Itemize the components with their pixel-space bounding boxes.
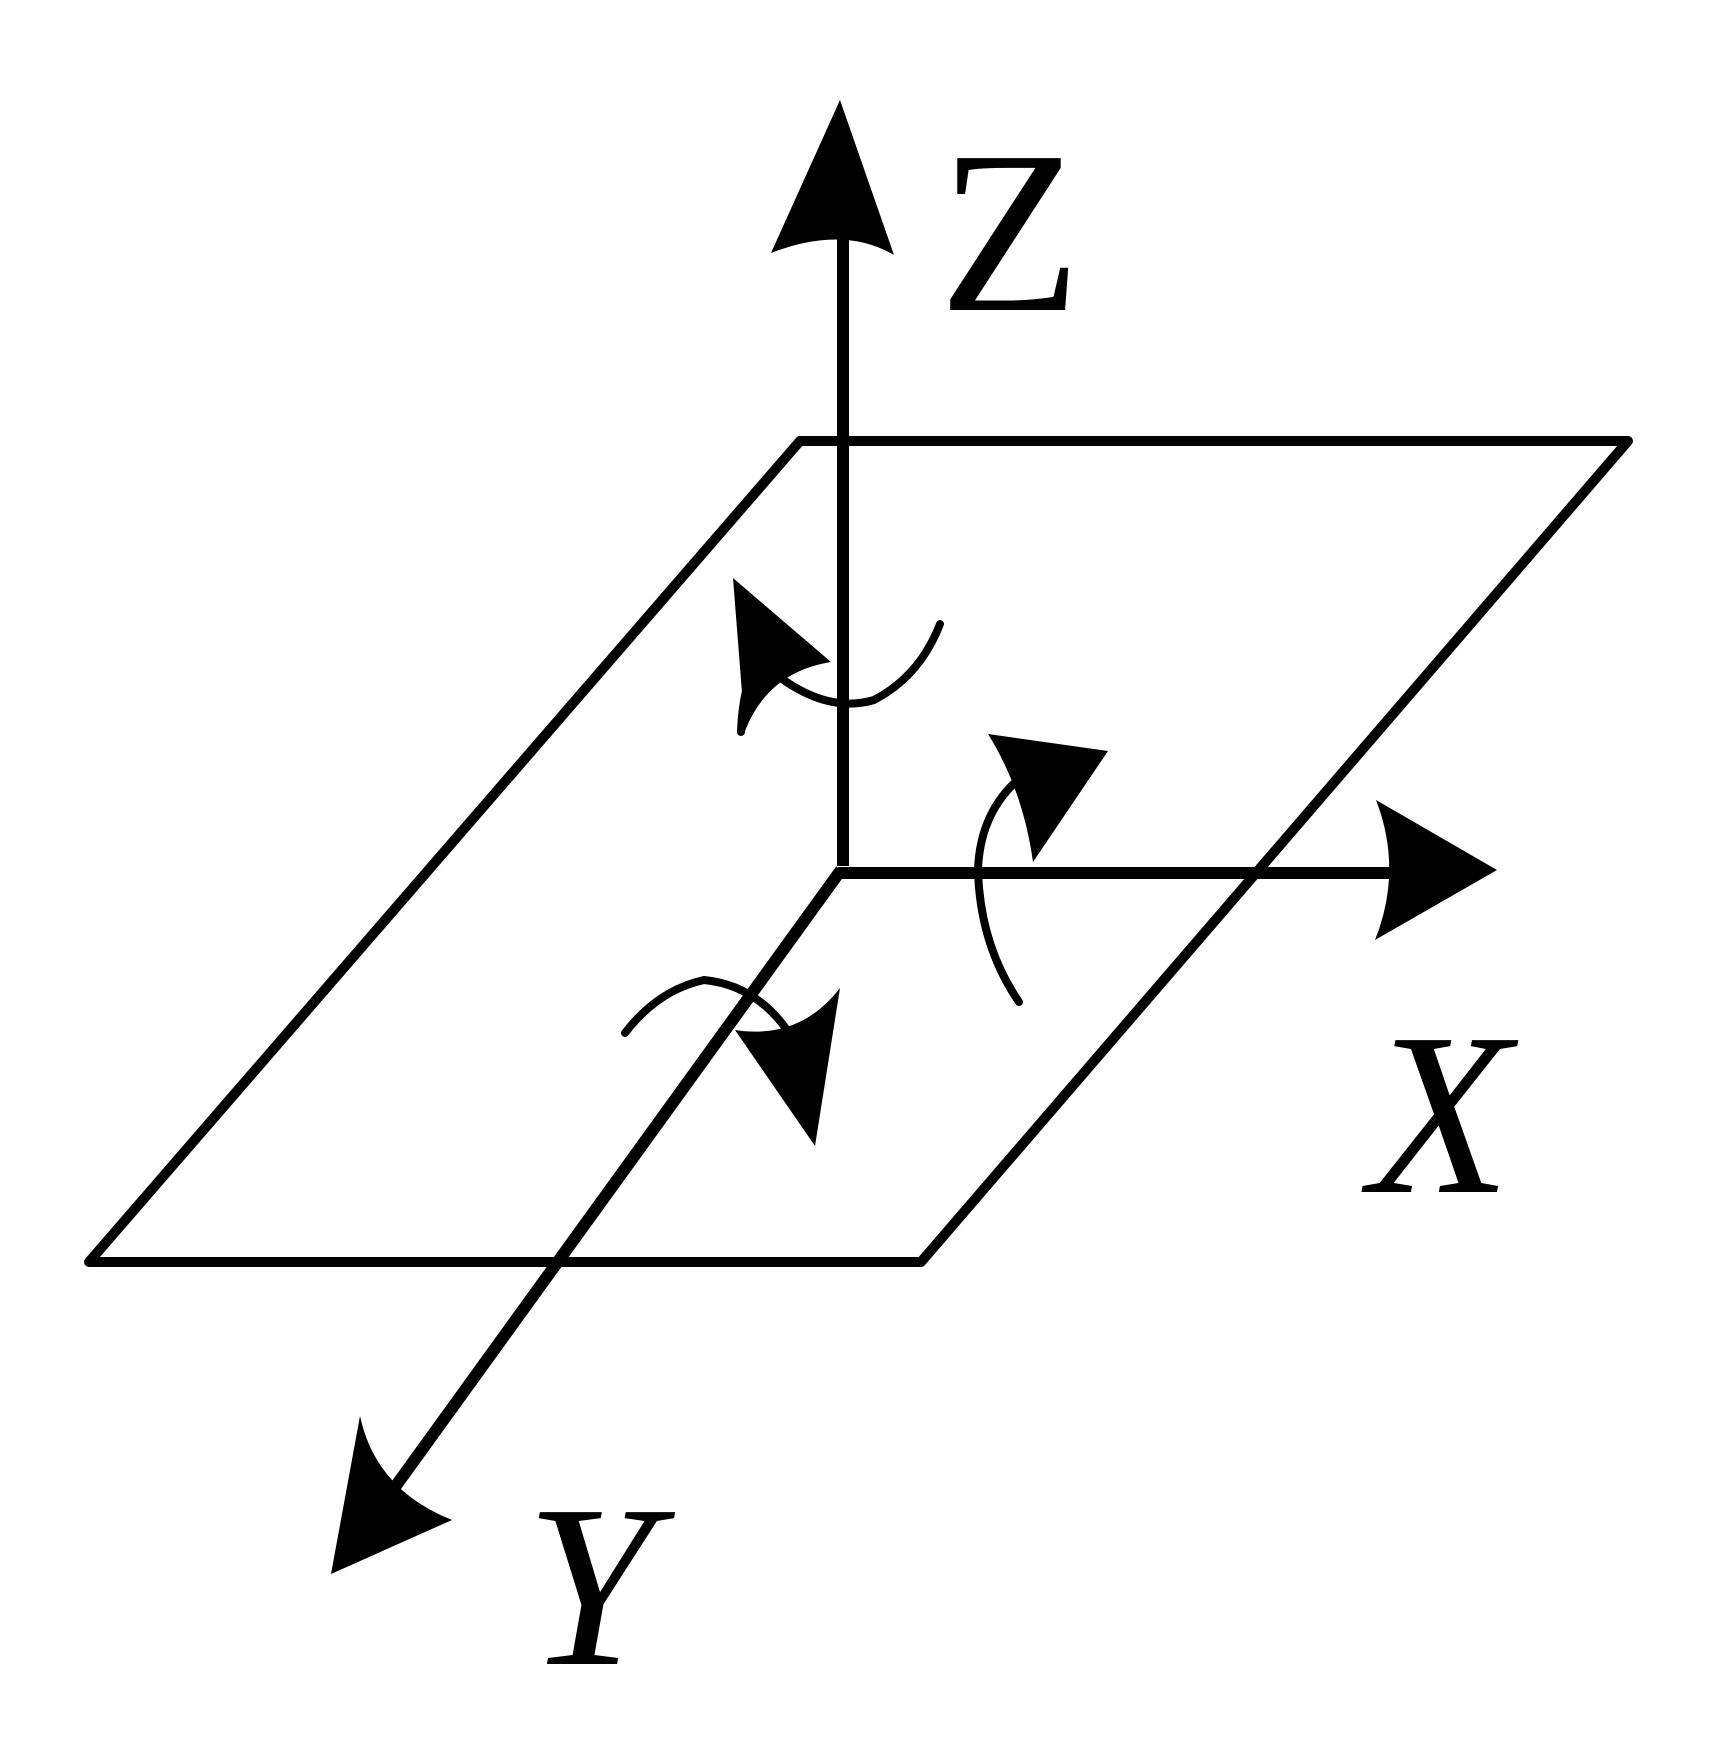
y-rotation-arrowhead [735,988,840,1146]
y-axis-arrowhead [331,1416,452,1574]
x-rotation-arc [973,774,1024,1006]
z-axis-arrowhead [771,100,894,255]
y-axis-line [390,866,846,1491]
y-axis-label: Y [525,1458,675,1715]
z-axis-label: Z [939,104,1081,361]
x-axis-label: X [1361,986,1519,1243]
z-rotation-arrowhead [733,578,831,731]
y-rotation-arc [621,975,791,1037]
x-axis-arrowhead [1375,800,1497,940]
x-rotation-arrowhead [988,734,1108,862]
plane-parallelogram [84,436,1633,1267]
